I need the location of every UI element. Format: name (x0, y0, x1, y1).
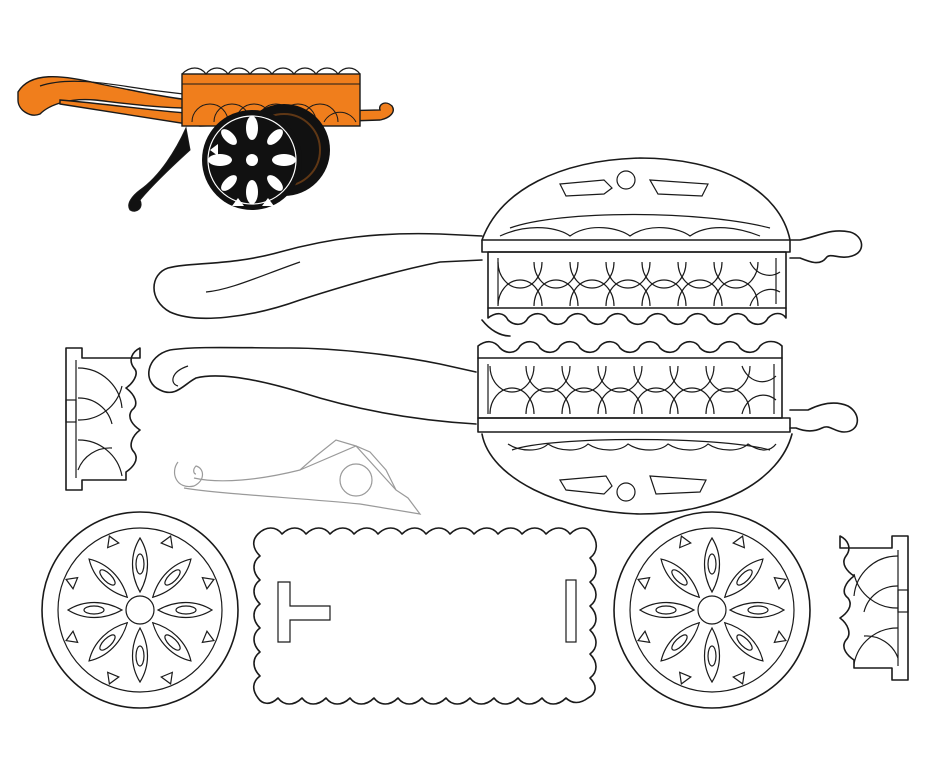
base-plate (252, 527, 598, 705)
wheel-right (613, 511, 811, 709)
side-panel-lower (148, 340, 859, 515)
wheel-left (41, 511, 239, 709)
preview-cart (17, 67, 394, 212)
preview-cart-stand (128, 126, 191, 212)
side-panel-upper (153, 157, 863, 337)
preview-cart-handle-upper (39, 80, 201, 97)
preview-cart-handle (17, 76, 191, 116)
end-panel-left (65, 347, 141, 491)
stand-bracket (173, 439, 422, 515)
end-panel-right (839, 535, 909, 681)
